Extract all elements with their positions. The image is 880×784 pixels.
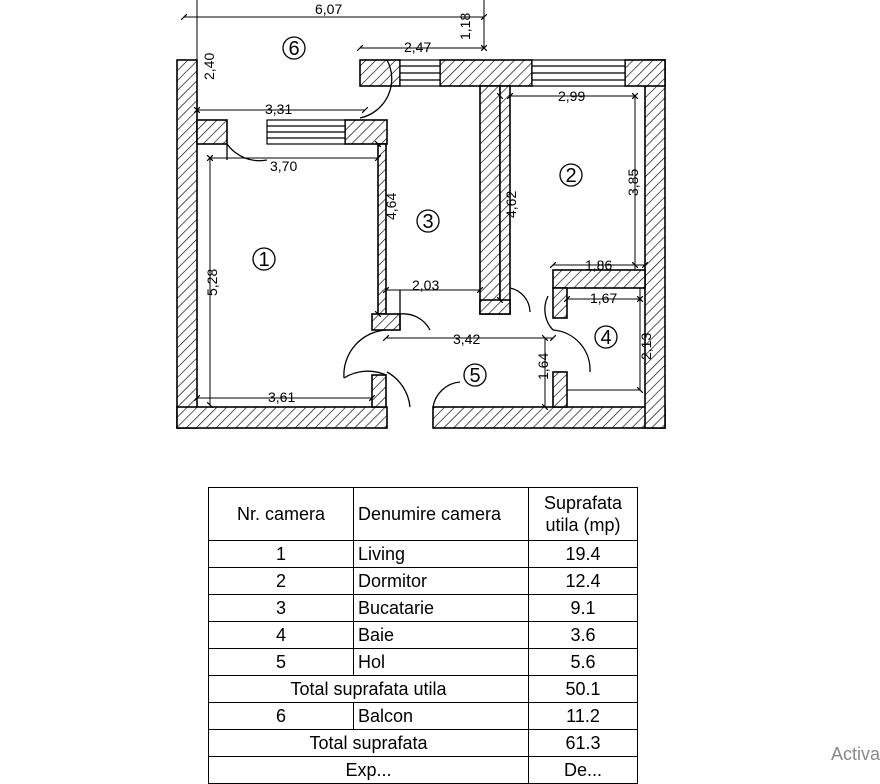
row-nr: 1 bbox=[208, 540, 354, 568]
header-area-line2: utila (mp) bbox=[545, 515, 621, 535]
dim-462: 4,62 bbox=[503, 191, 519, 218]
dim-164: 1,64 bbox=[535, 353, 551, 380]
header-area-line1: Suprafata bbox=[543, 493, 623, 513]
dimension-labels: 6,07 2,40 2,47 1,18 3,31 3,70 2,99 4,64 … bbox=[201, 1, 654, 405]
cut-off-row: Exp... De... bbox=[208, 756, 638, 784]
balcony-name: Balcon bbox=[353, 702, 529, 730]
dim-370: 3,70 bbox=[270, 158, 297, 174]
total-util-area: 50.1 bbox=[528, 675, 638, 703]
dim-342: 3,42 bbox=[453, 331, 480, 347]
table-row: 1 Living 19.4 bbox=[208, 540, 638, 568]
total-row: Total suprafata 61.3 bbox=[208, 729, 638, 757]
total-label: Total suprafata bbox=[208, 729, 529, 757]
dim-361: 3,61 bbox=[268, 389, 295, 405]
total-util-label: Total suprafata utila bbox=[208, 675, 529, 703]
room-number-5: 5 bbox=[469, 365, 480, 387]
row-area: 5.6 bbox=[528, 648, 638, 676]
room-numbers bbox=[252, 36, 618, 387]
table-row: 2 Dormitor 12.4 bbox=[208, 567, 638, 595]
doors bbox=[226, 59, 591, 408]
table-row: 5 Hol 5.6 bbox=[208, 648, 638, 676]
dimension-lines bbox=[184, 0, 645, 407]
row-area: 12.4 bbox=[528, 567, 638, 595]
header-name: Denumire camera bbox=[353, 487, 529, 541]
dim-240: 2,40 bbox=[201, 53, 217, 80]
walls bbox=[176, 59, 666, 429]
dim-331: 3,31 bbox=[265, 101, 292, 117]
row-name: Living bbox=[353, 540, 529, 568]
dim-203: 2,03 bbox=[412, 277, 439, 293]
header-nr: Nr. camera bbox=[208, 487, 354, 541]
dim-213: 2,13 bbox=[638, 333, 654, 360]
total-util-row: Total suprafata utila 50.1 bbox=[208, 675, 638, 703]
dim-607: 6,07 bbox=[315, 1, 342, 17]
row-area: 9.1 bbox=[528, 594, 638, 622]
dim-118: 1,18 bbox=[457, 13, 473, 40]
room-number-3: 3 bbox=[422, 211, 433, 233]
dim-385: 3,85 bbox=[625, 169, 641, 196]
row-name: Dormitor bbox=[353, 567, 529, 595]
activation-watermark: Activa bbox=[830, 744, 880, 764]
dim-186: 1,86 bbox=[585, 257, 612, 273]
table-header-row: Nr. camera Denumire camera Suprafata uti… bbox=[208, 487, 638, 541]
row-nr: 3 bbox=[208, 594, 354, 622]
cut-off-area: De... bbox=[528, 756, 638, 784]
dim-299: 2,99 bbox=[558, 88, 585, 104]
balcony-nr: 6 bbox=[208, 702, 354, 730]
balcony-row: 6 Balcon 11.2 bbox=[208, 702, 638, 730]
row-nr: 4 bbox=[208, 621, 354, 649]
row-name: Hol bbox=[353, 648, 529, 676]
row-area: 3.6 bbox=[528, 621, 638, 649]
cut-off-label: Exp... bbox=[208, 756, 529, 784]
balcony-area: 11.2 bbox=[528, 702, 638, 730]
room-number-6: 6 bbox=[288, 38, 299, 60]
header-area: Suprafata utila (mp) bbox=[528, 487, 638, 541]
row-area: 19.4 bbox=[528, 540, 638, 568]
windows bbox=[266, 59, 626, 145]
row-name: Baie bbox=[353, 621, 529, 649]
row-name: Bucatarie bbox=[353, 594, 529, 622]
room-number-1: 1 bbox=[258, 249, 269, 271]
row-nr: 5 bbox=[208, 648, 354, 676]
table-row: 4 Baie 3.6 bbox=[208, 621, 638, 649]
room-number-2: 2 bbox=[565, 165, 576, 187]
table-row: 3 Bucatarie 9.1 bbox=[208, 594, 638, 622]
dim-464: 4,64 bbox=[383, 193, 399, 220]
dim-247: 2,47 bbox=[404, 39, 431, 55]
dim-167: 1,67 bbox=[590, 290, 617, 306]
row-nr: 2 bbox=[208, 567, 354, 595]
rooms-table: Nr. camera Denumire camera Suprafata uti… bbox=[208, 487, 638, 784]
total-area: 61.3 bbox=[528, 729, 638, 757]
room-number-4: 4 bbox=[600, 327, 611, 349]
dim-528: 5,28 bbox=[204, 269, 220, 296]
floor-plan: 6,07 2,40 2,47 1,18 3,31 3,70 2,99 4,64 … bbox=[176, 0, 666, 429]
